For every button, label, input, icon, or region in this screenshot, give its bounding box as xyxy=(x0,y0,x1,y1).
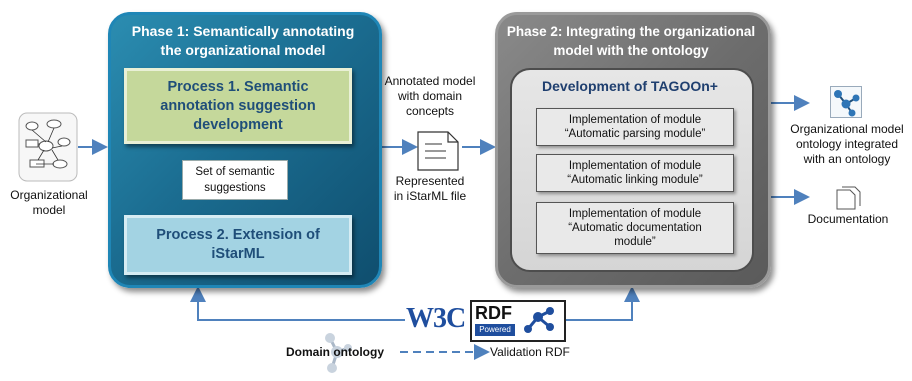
documentation-label: Documentation xyxy=(807,212,889,226)
phase2-title-line1: Phase 2: Integrating the organizational xyxy=(506,24,756,39)
impl-parsing-box: Implementation of module “Automatic pars… xyxy=(536,108,734,146)
impl1-line1: Implementation of module xyxy=(568,114,702,126)
impl3-line3: module” xyxy=(614,236,656,248)
ontology-output-label: Organizational model ontology integrated… xyxy=(782,122,912,167)
rdf-logo-text: RDF xyxy=(475,303,512,323)
impl-documentation-box: Implementation of module “Automatic docu… xyxy=(536,202,734,254)
rdf-logo: RDF Powered xyxy=(470,300,566,342)
w3c-logo: W3C xyxy=(406,303,466,334)
ontology-line3: with an ontology xyxy=(803,152,891,166)
impl2-line1: Implementation of module xyxy=(568,160,702,172)
rdf-powered-text: Powered xyxy=(475,324,515,336)
phase1-title-line1: Phase 1: Semantically annotating xyxy=(131,23,355,39)
process2-line1: Process 2. Extension of xyxy=(156,227,320,243)
represented-line1: Represented xyxy=(395,174,465,188)
process1-box: Process 1. Semantic annotation suggestio… xyxy=(124,68,352,144)
tagoon-title: Development of TAGOOn+ xyxy=(542,78,718,94)
phase2-title-line2: model with the ontology xyxy=(553,43,709,58)
organizational-model-label-line1: Organizational xyxy=(10,188,88,202)
semantic-suggestions-box: Set of semantic suggestions xyxy=(182,160,288,200)
process2-box: Process 2. Extension of iStarML xyxy=(124,215,352,275)
phase1-title-line2: the organizational model xyxy=(160,42,326,58)
process1-line1: Process 1. Semantic xyxy=(167,78,309,95)
set-line1: Set of semantic xyxy=(195,166,275,178)
ontology-line1: Organizational model xyxy=(790,122,904,136)
represented-line2: in iStarML file xyxy=(393,189,467,203)
impl3-line1: Implementation of module xyxy=(568,208,702,220)
annotated-line2: with domain xyxy=(397,89,463,103)
validation-rdf-label: Validation RDF xyxy=(490,345,570,359)
document-icon xyxy=(417,131,459,171)
phase2-title: Phase 2: Integrating the organizational … xyxy=(500,22,762,60)
bottom-line-right xyxy=(565,286,640,321)
impl1-line2: “Automatic parsing module” xyxy=(564,128,706,140)
impl3-line2: “Automatic documentation xyxy=(568,222,702,234)
annotated-line3: concepts xyxy=(405,104,455,118)
represented-label: Represented in iStarML file xyxy=(378,174,482,204)
process2-line2: iStarML xyxy=(211,246,265,262)
set-line2: suggestions xyxy=(204,182,266,194)
rdf-graph-icon xyxy=(524,307,554,333)
ontology-line2: ontology integrated xyxy=(795,137,899,151)
phase1-title: Phase 1: Semantically annotating the org… xyxy=(118,22,368,60)
ontology-graph-icon xyxy=(830,86,862,118)
documentation-icon xyxy=(836,186,861,210)
impl2-line2: “Automatic linking module” xyxy=(567,174,703,186)
organizational-model-label: Organizational model xyxy=(2,188,96,218)
impl-linking-box: Implementation of module “Automatic link… xyxy=(536,154,734,192)
bottom-line-left xyxy=(190,286,405,321)
organizational-model-label-line2: model xyxy=(32,203,66,217)
annotated-line1: Annotated model xyxy=(384,74,476,88)
annotated-model-label: Annotated model with domain concepts xyxy=(378,74,482,119)
process1-line3: development xyxy=(193,116,283,133)
organizational-model-icon xyxy=(18,112,78,182)
domain-ontology-label: Domain ontology xyxy=(286,345,384,359)
process1-line2: annotation suggestion xyxy=(160,97,316,114)
domain-ontology-icon xyxy=(325,333,352,373)
